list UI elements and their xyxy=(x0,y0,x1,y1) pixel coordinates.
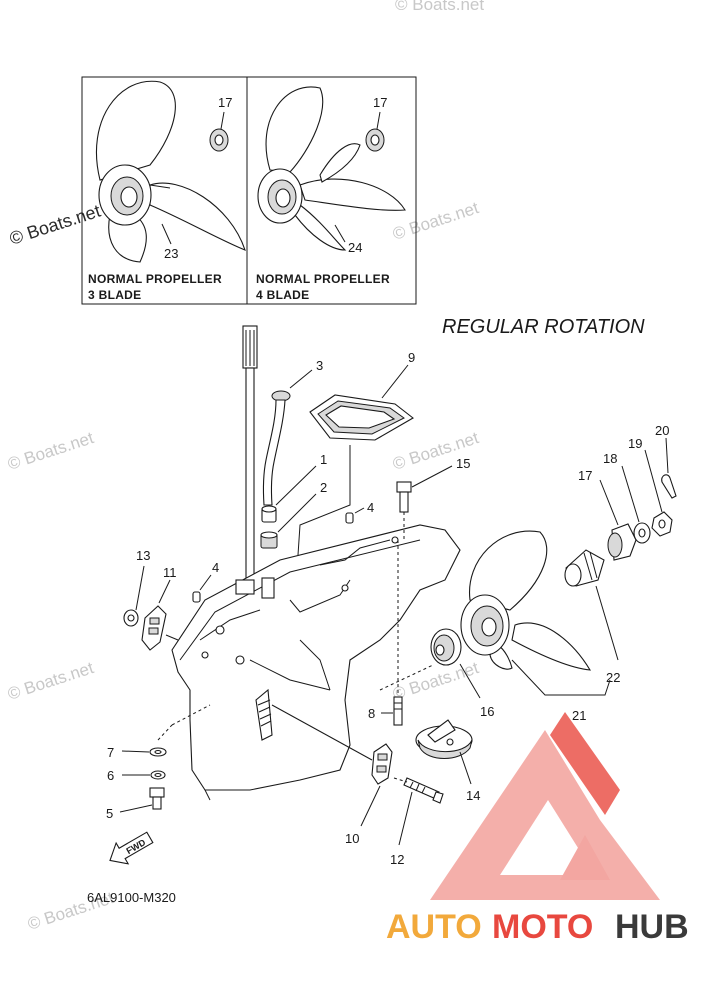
part-label-24[interactable]: 24 xyxy=(348,240,362,255)
part-label-6[interactable]: 6 xyxy=(107,768,114,783)
bolt-icon xyxy=(396,481,412,513)
part-label-16[interactable]: 16 xyxy=(480,704,494,719)
gasket-icon xyxy=(309,394,414,441)
bolt-icon xyxy=(393,696,403,726)
inset-caption-3-blade-line1: NORMAL PROPELLER xyxy=(88,272,222,286)
part-label-10[interactable]: 10 xyxy=(345,831,359,846)
part-label-22[interactable]: 22 xyxy=(606,670,620,685)
nut-icon xyxy=(651,511,673,537)
part-label-4[interactable]: 4 xyxy=(212,560,219,575)
part-label-17[interactable]: 17 xyxy=(373,95,387,110)
part-label-17[interactable]: 17 xyxy=(218,95,232,110)
grommet-icon xyxy=(261,505,277,523)
part-label-11[interactable]: 11 xyxy=(163,565,177,580)
spacer-17-icon xyxy=(607,523,637,561)
part-label-12[interactable]: 12 xyxy=(390,852,404,867)
inset-caption-4-blade-line2: 4 BLADE xyxy=(256,288,309,302)
watermark: © Boats.net xyxy=(395,0,484,14)
washer-7-icon xyxy=(149,747,167,757)
propeller-4-blade-icon xyxy=(257,86,406,251)
propeller-inset: 17 23 NORMAL PROPELLER 3 BLADE 17 24 NOR… xyxy=(81,76,417,305)
logo-text-hub: HUB xyxy=(615,908,689,946)
part-label-8[interactable]: 8 xyxy=(368,706,375,721)
washer-6-icon xyxy=(150,770,166,780)
part-label-20[interactable]: 20 xyxy=(655,423,669,438)
logo-text-auto: AUTO xyxy=(386,908,482,946)
rotation-title: REGULAR ROTATION xyxy=(442,316,645,338)
part-label-3[interactable]: 3 xyxy=(316,358,323,373)
spacer-17-icon xyxy=(209,128,229,152)
drive-shaft-icon xyxy=(242,325,258,581)
washer-icon xyxy=(633,522,651,544)
bolt-12-icon xyxy=(403,777,444,804)
part-label-23[interactable]: 23 xyxy=(164,246,178,261)
watermark: © Boats.net xyxy=(5,658,96,704)
inset-caption-3-blade-line2: 3 BLADE xyxy=(88,288,141,302)
watermark: © Boats.net xyxy=(390,198,481,244)
part-label-4[interactable]: 4 xyxy=(367,500,374,515)
part-label-9[interactable]: 9 xyxy=(408,350,415,365)
part-label-21[interactable]: 21 xyxy=(572,708,586,723)
part-label-5[interactable]: 5 xyxy=(106,806,113,821)
spacer-17-icon xyxy=(365,128,385,152)
propeller-main-icon xyxy=(460,530,592,671)
dowel-pin-icon xyxy=(192,512,354,603)
logo-text-moto: MOTO xyxy=(492,908,593,946)
part-label-13[interactable]: 13 xyxy=(136,548,150,563)
thrust-washer-icon xyxy=(430,628,462,666)
anode-10-icon xyxy=(371,743,393,785)
watermark-inset: © Boats.net xyxy=(7,201,103,249)
propeller-3-blade-icon xyxy=(95,80,246,263)
anode-11-icon xyxy=(141,605,167,651)
bolt-5-icon xyxy=(149,787,165,810)
part-label-15[interactable]: 15 xyxy=(456,456,470,471)
part-label-7[interactable]: 7 xyxy=(107,745,114,760)
watermark: © Boats.net xyxy=(5,428,96,474)
cotter-pin-icon xyxy=(661,474,677,499)
seal-icon xyxy=(260,531,278,549)
watermarks: © Boats.net © Boats.net © Boats.net © Bo… xyxy=(5,0,484,934)
part-label-19[interactable]: 19 xyxy=(628,436,642,451)
diagram-code: 6AL9100-M320 xyxy=(87,890,176,905)
trim-tab-icon xyxy=(415,719,473,759)
inset-frame xyxy=(81,76,417,305)
nut-13-icon xyxy=(123,609,139,627)
spacer-22-icon xyxy=(564,549,605,587)
fwd-arrow-icon: FWD xyxy=(109,831,154,865)
inset-caption-4-blade-line1: NORMAL PROPELLER xyxy=(256,272,390,286)
part-label-14[interactable]: 14 xyxy=(466,788,480,803)
water-tube-icon xyxy=(262,390,291,506)
watermark: © Boats.net xyxy=(390,658,481,704)
part-label-1[interactable]: 1 xyxy=(320,452,327,467)
automotohub-logo: AUTO MOTO HUB xyxy=(386,712,689,946)
part-label-17[interactable]: 17 xyxy=(578,468,592,483)
lower-casing-icon xyxy=(171,524,461,801)
part-label-18[interactable]: 18 xyxy=(603,451,617,466)
part-label-2[interactable]: 2 xyxy=(320,480,327,495)
